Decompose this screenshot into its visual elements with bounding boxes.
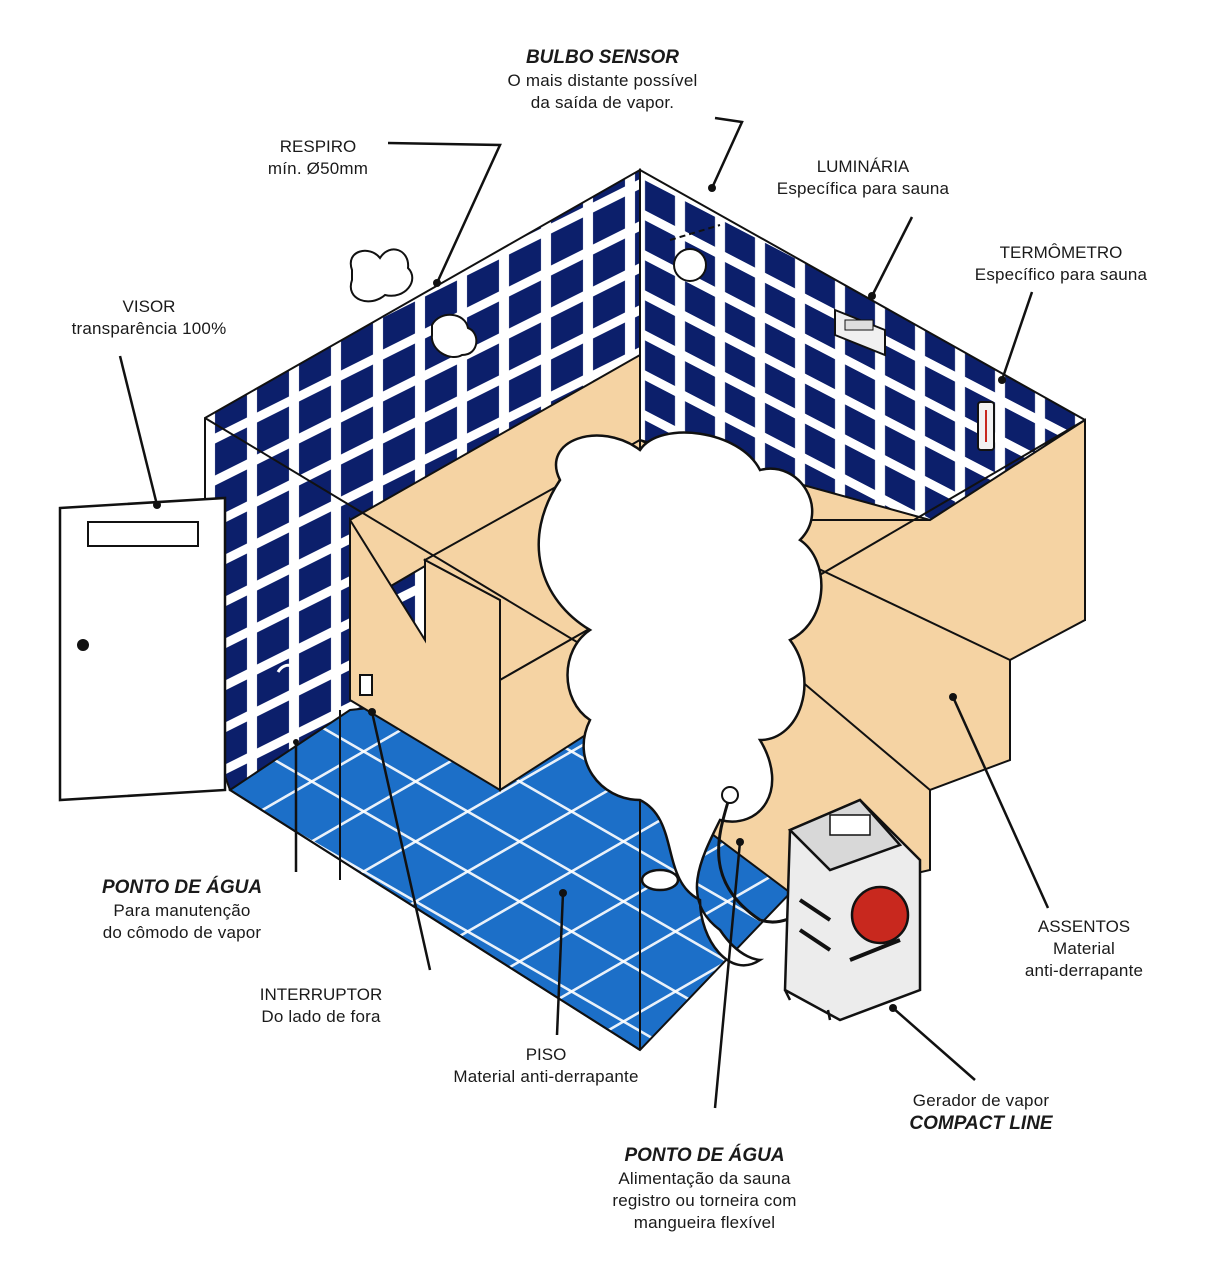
visor-title: VISOR <box>122 297 176 316</box>
assentos-line1: Material <box>1052 938 1116 958</box>
leader-bulbo <box>710 116 744 189</box>
ponto-agua-1-line2: do cômodo de vapor <box>102 923 262 943</box>
leader-dots <box>153 184 1006 1012</box>
label-piso: PISO Material anti-derrapante <box>426 1044 666 1088</box>
gerador-line1: Gerador de vapor <box>912 1091 1050 1110</box>
label-termometro: TERMÔMETRO Específico para sauna <box>950 242 1172 286</box>
ponto-agua-2-line1: Alimentação da sauna <box>618 1169 791 1189</box>
label-ponto-agua-alimentacao: PONTO DE ÁGUA Alimentação da sauna regis… <box>582 1144 827 1234</box>
bulbo-line1: O mais distante possível <box>507 71 698 91</box>
ponto-agua-2-line3: mangueira flexível <box>633 1212 776 1232</box>
label-gerador: Gerador de vapor COMPACT LINE <box>886 1090 1076 1136</box>
label-respiro: RESPIRO mín. Ø50mm <box>248 136 388 180</box>
light-fixture-icon <box>834 308 886 357</box>
thermometer-icon <box>977 401 995 451</box>
luminaria-title: LUMINÁRIA <box>816 157 910 176</box>
visor-line1: transparência 100% <box>71 318 227 338</box>
leader-lines <box>118 116 1050 1109</box>
interruptor-line1: Do lado de fora <box>261 1006 381 1026</box>
leader-gerador <box>892 1007 976 1081</box>
bulbo-line2: da saída de vapor. <box>530 93 675 113</box>
door-handle <box>77 639 89 651</box>
termometro-line1: Específico para sauna <box>974 264 1148 284</box>
label-luminaria: LUMINÁRIA Específica para sauna <box>752 156 974 200</box>
label-assentos: ASSENTOS Material anti-derrapante <box>1004 916 1164 981</box>
leader-ponto2 <box>713 841 742 1109</box>
steam-cloud <box>537 431 823 967</box>
vent-puff-2-icon <box>430 313 478 358</box>
sensor-bulb-icon <box>669 224 721 282</box>
steam-generator <box>783 798 922 1022</box>
generator-gauge-icon <box>850 885 910 945</box>
vent-puff-icon <box>349 248 414 303</box>
label-interruptor: INTERRUPTOR Do lado de fora <box>246 984 396 1028</box>
leader-respiro <box>387 141 502 284</box>
leader-piso <box>555 892 565 1036</box>
piso-title: PISO <box>525 1045 567 1064</box>
leader-interruptor <box>370 711 432 971</box>
door <box>58 496 227 802</box>
leader-termometro <box>1000 291 1034 381</box>
assentos-title: ASSENTOS <box>1037 917 1131 936</box>
respiro-line1: mín. Ø50mm <box>267 158 369 178</box>
door-viewing-window <box>87 521 199 547</box>
gerador-title: COMPACT LINE <box>909 1112 1053 1134</box>
respiro-title: RESPIRO <box>279 137 357 156</box>
ponto-agua-1-line1: Para manutenção <box>113 901 251 921</box>
ponto-agua-1-title: PONTO DE ÁGUA <box>101 877 263 898</box>
interruptor-title: INTERRUPTOR <box>259 985 383 1004</box>
light-switch-icon <box>359 674 373 696</box>
leader-luminaria <box>870 216 914 297</box>
piso-line1: Material anti-derrapante <box>453 1066 639 1086</box>
bulbo-title: BULBO SENSOR <box>525 47 680 68</box>
label-visor: VISOR transparência 100% <box>48 296 250 340</box>
ponto-agua-2-title: PONTO DE ÁGUA <box>624 1145 785 1166</box>
termometro-title: TERMÔMETRO <box>999 243 1123 262</box>
ponto-agua-2-line2: registro ou torneira com <box>612 1191 797 1211</box>
assentos-line2: anti-derrapante <box>1024 960 1144 980</box>
leader-visor <box>118 355 159 506</box>
wall-faucet-icon <box>276 663 302 691</box>
leader-assentos <box>951 696 1050 909</box>
luminaria-line1: Específica para sauna <box>776 178 950 198</box>
label-bulbo-sensor: BULBO SENSOR O mais distante possível da… <box>480 46 725 114</box>
label-ponto-agua-manutencao: PONTO DE ÁGUA Para manutenção do cômodo … <box>82 876 282 944</box>
